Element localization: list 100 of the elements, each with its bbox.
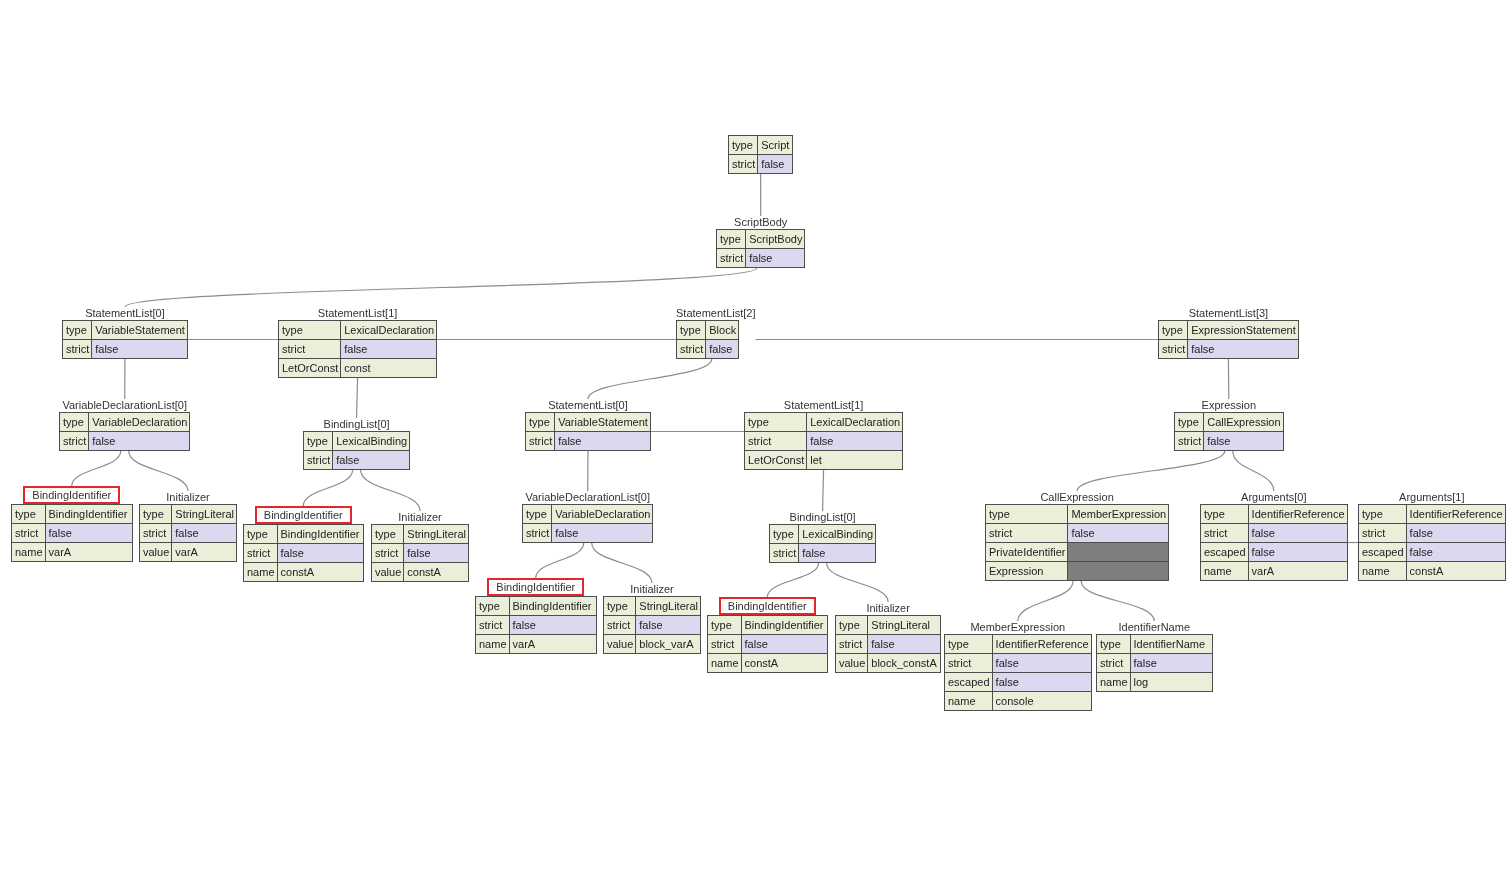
node-heading: Arguments[0] [1241,491,1307,504]
property-name-cell: value [372,563,404,581]
property-name-cell: strict [63,340,92,358]
property-value-cell: false [746,249,805,267]
property-value-cell: BindingIdentifier [45,505,132,523]
property-name-cell: strict [476,616,509,634]
connector-line [71,450,122,487]
property-name-cell: type [526,413,555,431]
property-name-cell: type [63,321,92,339]
property-name-cell: strict [304,451,333,469]
property-value-cell: constA [741,654,827,672]
property-value-cell: varA [1248,562,1347,580]
property-name-cell: type [717,230,746,248]
property-value-cell: IdentifierReference [992,635,1091,653]
property-name-cell: type [745,413,807,431]
property-value-cell: false [758,155,793,173]
property-name-cell: PrivateIdentifier [986,543,1068,561]
highlighted-heading: BindingIdentifier [718,597,816,615]
highlighted-heading: BindingIdentifier [23,486,121,504]
property-name-cell: LetOrConst [745,451,807,469]
property-value-cell: StringLiteral [868,616,941,634]
property-name-cell: type [476,597,509,615]
property-value-cell: varA [172,543,236,561]
connector-line [650,430,745,433]
property-name-cell: name [708,654,741,672]
syntax-tree-node [944,621,1092,711]
property-name-cell: strict [1097,654,1130,672]
property-value-cell: constA [1406,562,1505,580]
property-name-cell: type [1175,413,1204,431]
property-name-cell: type [986,505,1068,523]
syntax-tree-node [1358,491,1506,581]
property-name-cell: type [836,616,868,634]
node-heading: ScriptBody [734,216,788,229]
property-name-cell: name [244,563,277,581]
property-name-cell: type [523,505,552,523]
property-value-cell: false [1406,524,1505,542]
property-name-cell: type [1359,505,1406,523]
property-name-cell: type [945,635,992,653]
property-name-cell: strict [1201,524,1248,542]
property-value-cell: false [333,451,410,469]
connector-line [124,267,758,308]
property-value-cell: varA [45,543,132,561]
property-name-cell: escaped [945,673,992,691]
property-name-cell: strict [279,340,341,358]
property-name-cell: strict [708,635,741,653]
syntax-tree-node [11,486,133,562]
property-value-cell: false [992,654,1091,672]
property-name-cell: value [836,654,868,672]
property-value-cell: false [552,524,653,542]
connector-line [822,469,825,512]
property-name-cell: name [476,635,509,653]
connector-line [302,469,354,507]
node-heading: StatementList[2] [676,307,756,320]
node-heading: Expression [1201,399,1256,412]
syntax-tree-node [59,399,191,451]
property-name-cell: value [140,543,172,561]
property-value-cell: Block [706,321,739,339]
property-value-cell: false [555,432,650,450]
property-value-cell: StringLiteral [636,597,700,615]
connector-line [754,338,1159,341]
property-name-cell: type [304,432,333,450]
syntax-tree-node [769,511,877,563]
property-value-cell: false [1130,654,1212,672]
connector-line [535,542,585,579]
connector-line [1076,450,1226,492]
connector-line [766,562,820,598]
connector-line [1080,580,1155,622]
property-value-cell: false [404,544,468,562]
property-value-cell: VariableStatement [92,321,187,339]
connector-line [436,338,677,341]
connector-line [1232,450,1275,492]
property-value-cell: BindingIdentifier [741,616,827,634]
property-value-cell: false [1248,543,1347,561]
connector-line [187,338,279,341]
property-value-cell: VariableStatement [555,413,650,431]
property-value-cell: false [277,544,363,562]
property-value-cell: ScriptBody [746,230,805,248]
property-name-cell: name [12,543,45,561]
property-name-cell: type [1201,505,1248,523]
property-value-cell: IdentifierReference [1248,505,1347,523]
syntax-tree-node [278,307,438,378]
node-heading: BindingList[0] [789,511,856,524]
node-heading: BindingList[0] [323,418,390,431]
property-name-cell: strict [1359,524,1406,542]
property-name-cell: strict [836,635,868,653]
node-heading: Initializer [630,583,674,596]
property-name-cell: type [12,505,45,523]
property-value-cell: StringLiteral [172,505,236,523]
syntax-tree-node [371,511,469,582]
syntax-tree-node [1200,491,1348,581]
property-name-cell: strict [986,524,1068,542]
property-name-cell: type [60,413,89,431]
connector-line [587,358,713,400]
property-value-cell: VariableDeclaration [552,505,653,523]
property-value-cell: false [1068,524,1169,542]
property-name-cell: LetOrConst [279,359,341,377]
syntax-tree-node [744,399,904,470]
property-value-cell: CallExpression [1204,413,1283,431]
node-heading: VariableDeclarationList[0] [62,399,187,412]
property-value-cell: BindingIdentifier [277,525,363,543]
